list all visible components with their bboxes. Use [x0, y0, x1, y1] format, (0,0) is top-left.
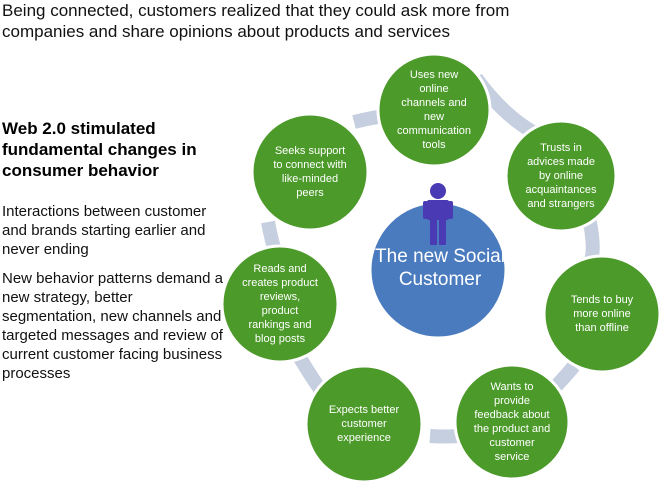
node-circle-4	[453, 363, 571, 481]
outer-nodes	[220, 52, 662, 484]
node-circle-5	[304, 364, 424, 484]
node-buys-online: Tends to buy more online than offline	[570, 294, 634, 334]
left-paragraph-behavior-patterns: New behavior patterns demand a new strat…	[2, 270, 223, 382]
center-label: The new Social Customer	[375, 246, 505, 290]
ring-segment-4	[429, 429, 459, 444]
node-reads-and-creates-reviews: Reads and creates product reviews, produ…	[242, 263, 318, 345]
node-seeks-support: Seeks support to connect with like-minde…	[273, 145, 347, 199]
header-text: Being connected, customers realized that…	[2, 1, 510, 41]
person-icon	[423, 183, 453, 245]
node-circle-2	[504, 119, 618, 233]
node-trusts-advices: Trusts in advices made by online acquain…	[525, 142, 597, 210]
node-expects-better-experience: Expects better customer experience	[328, 404, 400, 444]
node-circle-1	[376, 52, 492, 168]
node-uses-new-channels: Uses new online channels and new communi…	[397, 69, 471, 151]
node-circle-7	[250, 112, 370, 232]
node-circle-6	[220, 244, 340, 364]
left-paragraph-interactions: Interactions between customer and brands…	[2, 203, 207, 258]
left-heading: Web 2.0 stimulated fundamental changes i…	[2, 119, 197, 180]
node-wants-to-provide-feedback: Wants to provide feedback about the prod…	[473, 381, 551, 463]
node-circle-3	[542, 254, 662, 374]
